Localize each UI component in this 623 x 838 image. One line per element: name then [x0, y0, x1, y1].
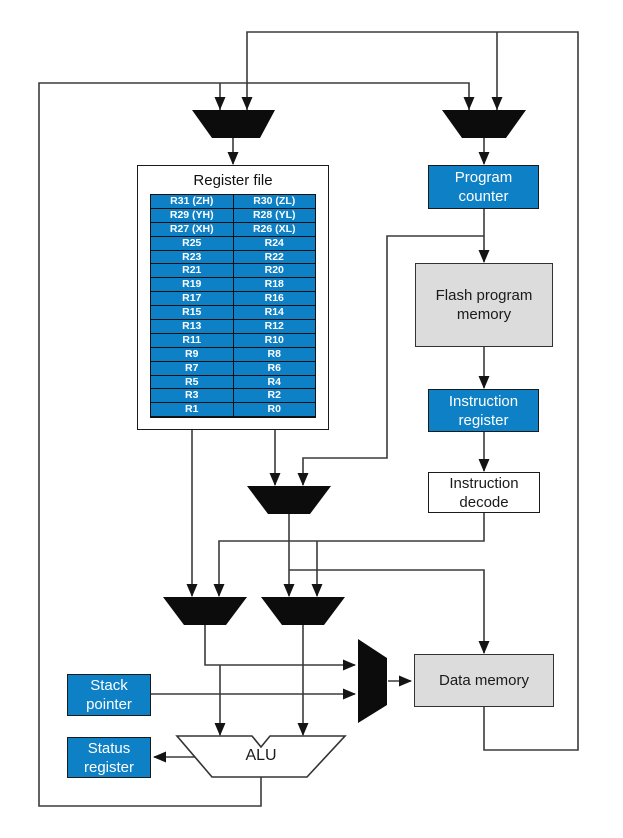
arrowhead [343, 659, 356, 671]
arrowhead [297, 473, 309, 486]
arrowhead [283, 584, 295, 597]
register-cell-r8: R8 [233, 347, 315, 361]
arrowhead [478, 152, 490, 165]
register-cell-r29: R29 (YH) [151, 208, 233, 222]
register-cell-r1: R1 [151, 403, 233, 417]
register-cell-r6: R6 [233, 361, 315, 375]
register-cell-r28: R28 (YL) [233, 208, 315, 222]
mux-address-select [247, 486, 331, 514]
wire-alu-feedback [38, 82, 470, 807]
instruction-decode-label: Instruction decode [449, 474, 519, 511]
register-cell-r30: R30 (ZL) [233, 195, 315, 208]
tristate-driver [358, 639, 387, 723]
flash-program-memory-label: Flash program memory [435, 287, 533, 323]
arrowhead [478, 376, 490, 389]
arrowhead [214, 723, 226, 736]
register-cell-r23: R23 [151, 250, 233, 264]
arrowhead [227, 152, 239, 165]
register-cell-r13: R13 [151, 320, 233, 333]
register-cell-r14: R14 [233, 306, 315, 320]
arrowhead [241, 97, 253, 110]
data-memory-block: Data memory [414, 654, 554, 707]
register-cell-r4: R4 [233, 375, 315, 389]
register-file-table: R31 (ZH)R30 (ZL)R29 (YH)R28 (YL)R27 (XH)… [150, 194, 316, 418]
register-grid: R31 (ZH)R30 (ZL)R29 (YH)R28 (YL)R27 (XH)… [151, 195, 315, 417]
instruction-decode-block: Instruction decode [428, 472, 540, 513]
register-cell-r16: R16 [233, 292, 315, 306]
register-cell-r10: R10 [233, 333, 315, 347]
mux-operand-a-select [163, 597, 247, 625]
register-cell-r7: R7 [151, 361, 233, 375]
register-file-block: Register file R31 (ZH)R30 (ZL)R29 (YH)R2… [137, 165, 329, 430]
register-cell-r31: R31 (ZH) [151, 195, 233, 208]
register-cell-r17: R17 [151, 292, 233, 306]
register-file-title: Register file [193, 172, 273, 189]
arrowhead [213, 584, 225, 597]
mux-operand-b-select [261, 597, 345, 625]
register-cell-r21: R21 [151, 264, 233, 278]
arrowhead [269, 473, 281, 486]
arrowhead [186, 584, 198, 597]
program-counter-label: Program counter [454, 169, 513, 205]
arrowhead [153, 751, 166, 763]
register-cell-r27: R27 (XH) [151, 222, 233, 236]
register-cell-r11: R11 [151, 333, 233, 347]
register-cell-r19: R19 [151, 278, 233, 292]
register-cell-r2: R2 [233, 389, 315, 403]
register-cell-r12: R12 [233, 320, 315, 333]
flash-program-memory-block: Flash program memory [415, 263, 553, 347]
mux-program-counter-input [442, 110, 526, 138]
register-cell-r18: R18 [233, 278, 315, 292]
register-cell-r5: R5 [151, 375, 233, 389]
arrowhead [478, 250, 490, 263]
arrowhead [463, 97, 475, 110]
register-cell-r22: R22 [233, 250, 315, 264]
wire-decode-to-operand-muxes [218, 513, 485, 596]
stack-pointer-block: Stack pointer [67, 674, 151, 716]
instruction-register-label: Instruction register [448, 392, 519, 429]
register-cell-r24: R24 [233, 236, 315, 250]
arrowhead [343, 688, 356, 700]
register-cell-r25: R25 [151, 236, 233, 250]
register-cell-r0: R0 [233, 403, 315, 417]
register-cell-r20: R20 [233, 264, 315, 278]
wire-mux4-to-tristate [204, 625, 355, 666]
arrowhead [478, 459, 490, 472]
register-cell-r15: R15 [151, 306, 233, 320]
alu-label: ALU [245, 747, 277, 764]
arrowhead [297, 723, 309, 736]
register-cell-r3: R3 [151, 389, 233, 403]
alu-shape [175, 735, 347, 778]
register-cell-r9: R9 [151, 347, 233, 361]
status-register-label: Status register [83, 739, 135, 776]
instruction-register-block: Instruction register [428, 389, 539, 432]
arrowhead [399, 675, 412, 687]
arrowhead [311, 584, 323, 597]
stack-pointer-label: Stack pointer [86, 677, 132, 713]
mux-register-file-input [192, 110, 275, 138]
program-counter-block: Program counter [428, 165, 539, 209]
register-cell-r26: R26 (XL) [233, 222, 315, 236]
arrowhead [491, 97, 503, 110]
wire-pc-branch-to-middle-mux [302, 235, 484, 485]
arrowhead [214, 97, 226, 110]
wire-data-memory-feedback [246, 31, 579, 751]
wire-address-to-data-memory [289, 569, 485, 653]
arrowhead [478, 641, 490, 654]
status-register-block: Status register [67, 737, 151, 778]
data-memory-label: Data memory [438, 672, 530, 689]
